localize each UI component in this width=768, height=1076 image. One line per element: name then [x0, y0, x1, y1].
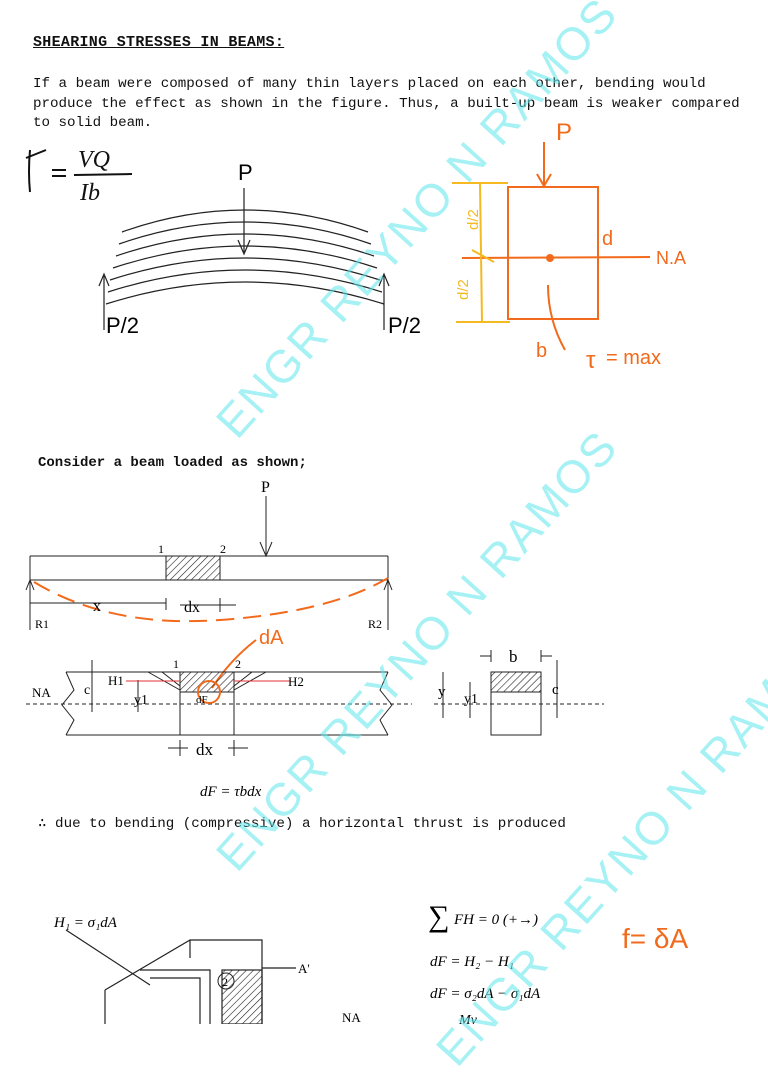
eq-dF-tau: dF = τbdx [200, 784, 262, 800]
dA-circle-highlight [197, 680, 221, 704]
fig3-y1-label: y1 [134, 693, 148, 708]
fig1-right-reaction: P/2 [388, 313, 421, 338]
fig2-dx-label: dx [184, 599, 200, 616]
page-title: SHEARING STRESSES IN BEAMS: [33, 34, 285, 51]
orange-deflection-curve [33, 577, 389, 623]
summation-symbol: ∑ [428, 900, 449, 933]
eq-dF-sigma: dF = σ₂dA − σ₁dA [430, 986, 541, 1002]
loaded-beam-figure [25, 496, 393, 630]
fig2-section-2: 2 [220, 542, 226, 556]
fig3-section-1: 1 [173, 657, 179, 671]
fig2-r1-label: R1 [35, 617, 49, 631]
fig3-section-2: 2 [235, 657, 241, 671]
3d-element-figure [65, 929, 296, 1024]
diagram-canvas: P P/2 P/2 VQ Ib P d/2 d/2 d N.A b τ = ma… [25, 119, 688, 1024]
fig2-section-1: 1 [158, 542, 164, 556]
therefore-text: ∴ due to bending (compressive) a horizon… [38, 816, 566, 832]
eq-my: My [458, 1013, 478, 1024]
formula-numerator: VQ [78, 147, 110, 173]
sketch-depth-label: d [602, 228, 613, 250]
consider-text: Consider a beam loaded as shown; [38, 455, 307, 471]
fig5-circle-2-label: 2 [222, 975, 228, 989]
sketch-arrow-to-tau [547, 284, 566, 351]
sketch-tau-max: = max [606, 347, 661, 369]
fig1-left-reaction: P/2 [106, 313, 139, 338]
sketch-half-depth-bottom: d/2 [455, 279, 472, 300]
sketch-load-label: P [556, 119, 572, 146]
handwritten-f-equation: f= δA [622, 923, 688, 954]
layered-beam-figure [98, 188, 390, 330]
fig5-h1-eq: H₁ = σ₁dA [53, 915, 118, 931]
fig5-circle-2 [217, 972, 235, 990]
fig3-h2-label: H2 [288, 674, 304, 689]
eq-sum-fh: FH = 0 (+→) [453, 912, 538, 928]
cross-section-figure [434, 650, 604, 736]
fig5-na-label: NA [342, 1010, 361, 1024]
fig1-load-label: P [238, 160, 253, 185]
sketch-half-depth-top: d/2 [465, 209, 482, 230]
fig3-h1-label: H1 [108, 673, 124, 688]
fig4-y-label: y [438, 684, 446, 700]
fig3-na-label: NA [32, 685, 51, 700]
fig4-y1-label: y1 [464, 692, 478, 707]
fig3-dx-label: dx [196, 740, 214, 759]
handwritten-shear-formula [25, 149, 133, 193]
sketch-neutral-axis-label: N.A [656, 248, 686, 268]
eq-dF-h: dF = H₂ − H₁ [430, 954, 514, 970]
fig2-load-label: P [261, 479, 270, 496]
fig3-dF-label: dF [196, 694, 208, 706]
fig3-c-label: c [84, 683, 90, 698]
fig4-b-label: b [509, 647, 518, 666]
sketch-tau-symbol: τ [586, 347, 596, 374]
intro-paragraph: If a beam were composed of many thin lay… [33, 76, 740, 131]
sketch-width-label: b [536, 340, 547, 362]
fig5-a-prime: A' [298, 961, 310, 976]
fig2-x-label: x [93, 598, 101, 615]
fig2-r2-label: R2 [368, 617, 382, 631]
handwritten-dA-label: dA [259, 627, 284, 649]
yellow-dimension-lines [452, 182, 510, 324]
formula-denominator: Ib [79, 180, 100, 206]
fig4-c-label: c [552, 682, 559, 698]
